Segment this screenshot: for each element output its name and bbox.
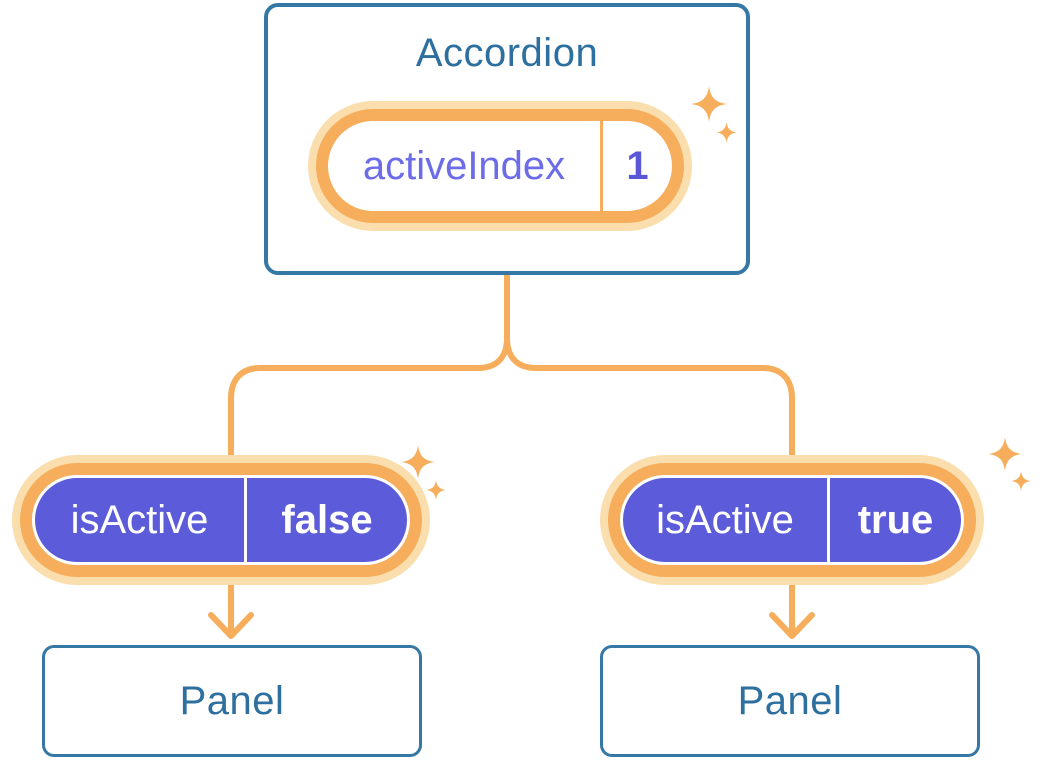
sparkle-icon: [426, 480, 446, 500]
prop-pill-right-ring: isActive true: [608, 463, 976, 577]
prop-value-label-left: false: [281, 497, 373, 542]
panel-card-left: Panel: [42, 645, 422, 757]
pill-divider: [600, 121, 603, 211]
sparkle-icon: [716, 122, 737, 143]
accordion-title: Accordion: [415, 31, 599, 75]
sparkle-icon: [1011, 471, 1031, 491]
state-value-label: 1: [626, 143, 649, 188]
prop-value-label-right: true: [857, 497, 934, 542]
state-pill-ring: activeIndex 1: [316, 109, 684, 223]
pill-divider: [827, 478, 830, 562]
arrow-right-head: [769, 612, 815, 639]
panel-card-right: Panel: [600, 645, 980, 757]
prop-pill-left: isActive false: [12, 455, 430, 585]
sparkle-icon: [401, 445, 435, 479]
fork-right-line: [504, 335, 795, 473]
state-pill: activeIndex 1: [308, 101, 692, 231]
prop-pill-left-ring: isActive false: [20, 463, 422, 577]
pill-divider: [244, 478, 247, 562]
sparkle-icon: [691, 86, 727, 122]
panel-label-left: Panel: [179, 678, 285, 723]
arrow-left-head: [208, 612, 254, 639]
prop-pill-right: isActive true: [600, 455, 984, 585]
panel-label-right: Panel: [737, 678, 843, 723]
sparkle-icon: [988, 437, 1022, 471]
state-name-label: activeIndex: [362, 143, 566, 188]
prop-name-label-right: isActive: [656, 497, 794, 542]
prop-name-label-left: isActive: [70, 497, 209, 542]
fork-left-line: [228, 335, 510, 473]
